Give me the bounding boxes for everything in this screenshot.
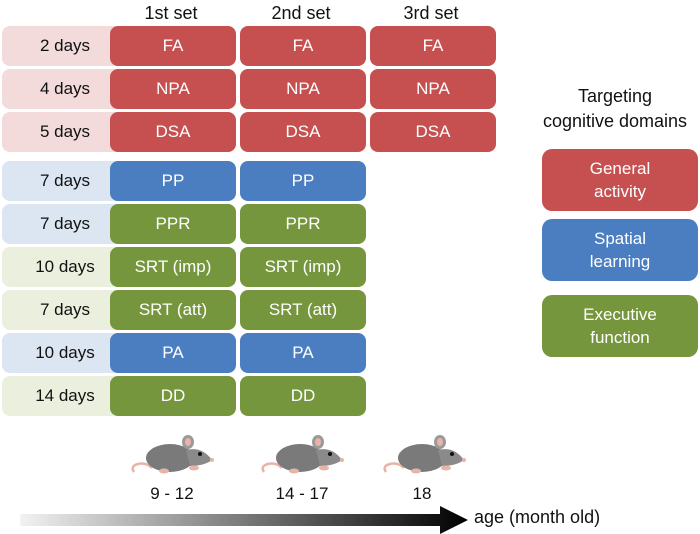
legend-spatial-learning-label: Spatial learning (589, 229, 651, 271)
test-box-set-2: FA (240, 26, 366, 66)
test-box-set-2: PP (240, 161, 366, 201)
duration-label: 5 days (2, 112, 128, 152)
test-box-set-1: SRT (imp) (110, 247, 236, 287)
legend-general-activity: General activity (542, 149, 698, 211)
duration-label: 7 days (2, 204, 128, 244)
test-box-set-3: FA (370, 26, 496, 66)
duration-label: 4 days (2, 69, 128, 109)
test-box-set-2: PA (240, 333, 366, 373)
rat-icon (131, 435, 214, 474)
rat-icon (383, 435, 466, 474)
duration-label: 7 days (2, 290, 128, 330)
test-box-set-2: DD (240, 376, 366, 416)
age-label-set-3: 18 (412, 484, 432, 503)
duration-label: 10 days (2, 247, 128, 287)
duration-label: 10 days (2, 333, 128, 373)
age-label-set-1: 9 - 12 (150, 484, 194, 503)
legend-title-line2: cognitive domains (542, 111, 688, 131)
legend-spatial-learning: Spatial learning (542, 219, 698, 281)
duration-label: 2 days (2, 26, 128, 66)
test-box-set-1: PPR (110, 204, 236, 244)
rat-icon (261, 435, 344, 474)
test-box-set-2: NPA (240, 69, 366, 109)
test-box-set-3: NPA (370, 69, 496, 109)
legend-executive-function-label: Executive function (583, 305, 657, 347)
duration-label: 7 days (2, 161, 128, 201)
test-box-set-3: DSA (370, 112, 496, 152)
set-header-3: 3rd set (403, 3, 459, 23)
legend-general-activity-label: General activity (589, 159, 651, 201)
gradient-arrow-icon (20, 506, 468, 534)
test-box-set-1: DSA (110, 112, 236, 152)
test-box-set-1: FA (110, 26, 236, 66)
legend-title-line1: Targeting (577, 86, 653, 106)
test-box-set-1: NPA (110, 69, 236, 109)
duration-label: 14 days (2, 376, 128, 416)
age-label-set-2: 14 - 17 (275, 484, 329, 503)
test-box-set-1: SRT (att) (110, 290, 236, 330)
test-box-set-1: PP (110, 161, 236, 201)
test-box-set-2: DSA (240, 112, 366, 152)
legend-executive-function: Executive function (542, 295, 698, 357)
test-box-set-2: SRT (att) (240, 290, 366, 330)
set-header-2: 2nd set (271, 3, 331, 23)
set-header-1: 1st set (144, 3, 198, 23)
age-axis-label: age (month old) (474, 507, 601, 527)
test-box-set-2: SRT (imp) (240, 247, 366, 287)
test-box-set-1: PA (110, 333, 236, 373)
test-box-set-2: PPR (240, 204, 366, 244)
test-box-set-1: DD (110, 376, 236, 416)
